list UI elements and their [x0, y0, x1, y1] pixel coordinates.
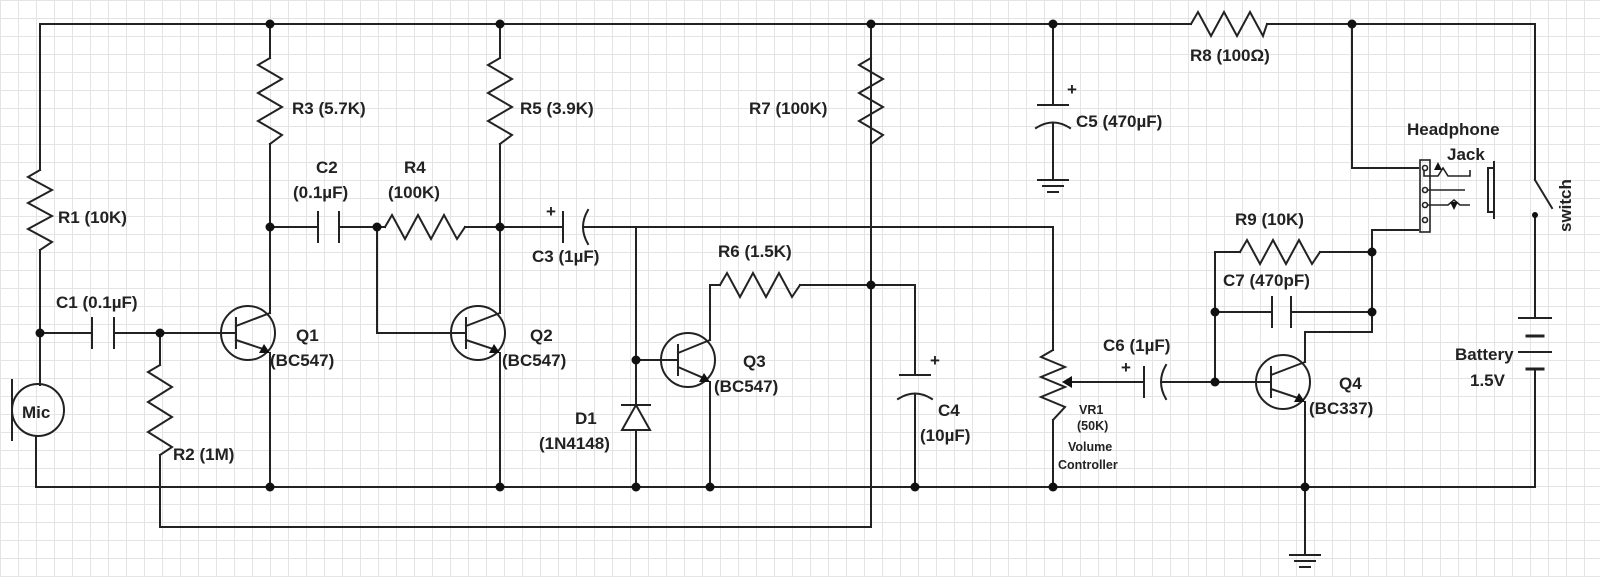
label-r9: R9 (10K)	[1235, 210, 1304, 229]
label-q2-name: Q2	[530, 326, 553, 345]
svg-text:+: +	[1067, 80, 1077, 99]
label-c1: C1 (0.1µF)	[56, 293, 138, 312]
label-q3-type: (BC547)	[714, 377, 778, 396]
label-q4-name: Q4	[1339, 374, 1362, 393]
svg-text:+: +	[546, 202, 556, 221]
microphone-mic[interactable]	[11, 379, 65, 441]
svg-text:+: +	[930, 351, 940, 370]
label-r4-value: (100K)	[388, 183, 440, 202]
label-q1-type: (BC547)	[270, 351, 334, 370]
label-r6: R6 (1.5K)	[718, 242, 792, 261]
resistor-r5[interactable]	[486, 56, 514, 146]
diode-d1[interactable]	[620, 402, 652, 441]
capacitor-c7[interactable]	[1271, 296, 1292, 328]
label-c2-value: (0.1µF)	[293, 183, 348, 202]
capacitor-c5[interactable]	[1034, 104, 1072, 130]
capacitor-c4[interactable]	[896, 374, 934, 401]
label-d1-name: D1	[575, 409, 597, 428]
resistor-r2[interactable]	[146, 363, 174, 457]
label-r2: R2 (1M)	[173, 445, 234, 464]
resistor-r4[interactable]	[383, 212, 467, 242]
ground-c5	[1037, 179, 1069, 193]
resistor-r8[interactable]	[1189, 9, 1269, 39]
label-r3: R3 (5.7K)	[292, 99, 366, 118]
transistor-q1[interactable]	[219, 305, 276, 361]
label-c4-name: C4	[938, 401, 960, 420]
transistor-q4[interactable]	[1254, 354, 1311, 410]
label-q2-type: (BC547)	[502, 351, 566, 370]
resistor-r3[interactable]	[256, 56, 284, 146]
label-d1-type: (1N4148)	[539, 434, 610, 453]
label-r8: R8 (100Ω)	[1190, 46, 1270, 65]
label-c6: C6 (1µF)	[1103, 336, 1170, 355]
battery[interactable]	[1518, 317, 1552, 381]
potentiometer-vr1[interactable]	[1038, 344, 1081, 422]
label-jack-line2: Jack	[1447, 145, 1485, 164]
label-vr1-desc2: Controller	[1058, 458, 1118, 472]
label-c7: C7 (470pF)	[1223, 271, 1310, 290]
resistor-r6[interactable]	[718, 270, 802, 300]
label-r5: R5 (3.9K)	[520, 99, 594, 118]
label-switch: switch	[1556, 179, 1575, 232]
junction-dots	[35, 19, 1377, 492]
label-mic: Mic	[22, 403, 50, 422]
label-r7: R7 (100K)	[749, 99, 827, 118]
ground-q4	[1289, 554, 1321, 568]
capacitor-c2[interactable]	[317, 211, 340, 243]
polarity-marks: + + + +	[546, 80, 1131, 377]
component-labels: R1 (10K) R2 (1M) R3 (5.7K) R4 (100K) R5 …	[22, 46, 1575, 472]
label-vr1-desc1: Volume	[1068, 440, 1112, 454]
label-q4-type: (BC337)	[1309, 399, 1373, 418]
label-vr1-name: VR1	[1079, 403, 1103, 417]
transistor-q2[interactable]	[439, 305, 506, 361]
resistor-r7[interactable]	[857, 56, 885, 146]
power-switch[interactable]	[1532, 178, 1554, 218]
label-q3-name: Q3	[743, 352, 766, 371]
label-c2-name: C2	[316, 158, 338, 177]
label-battery-line1: Battery	[1455, 345, 1514, 364]
label-battery-line2: 1.5V	[1470, 371, 1506, 390]
label-c5: C5 (470µF)	[1076, 112, 1162, 131]
transistor-q3[interactable]	[660, 332, 716, 388]
capacitor-c6[interactable]	[1143, 363, 1168, 401]
headphone-jack[interactable]	[1419, 159, 1495, 233]
label-jack-line1: Headphone	[1407, 120, 1500, 139]
capacitor-c3[interactable]	[562, 208, 590, 246]
label-c3: C3 (1µF)	[532, 247, 599, 266]
label-r1: R1 (10K)	[58, 208, 127, 227]
capacitor-c1[interactable]	[91, 317, 115, 349]
resistor-r9[interactable]	[1238, 237, 1322, 267]
label-r4-name: R4	[404, 158, 426, 177]
label-vr1-value: (50K)	[1077, 419, 1108, 433]
label-q1-name: Q1	[296, 326, 319, 345]
resistor-r1[interactable]	[25, 168, 55, 252]
label-c4-value: (10µF)	[920, 426, 970, 445]
svg-text:+: +	[1121, 358, 1131, 377]
